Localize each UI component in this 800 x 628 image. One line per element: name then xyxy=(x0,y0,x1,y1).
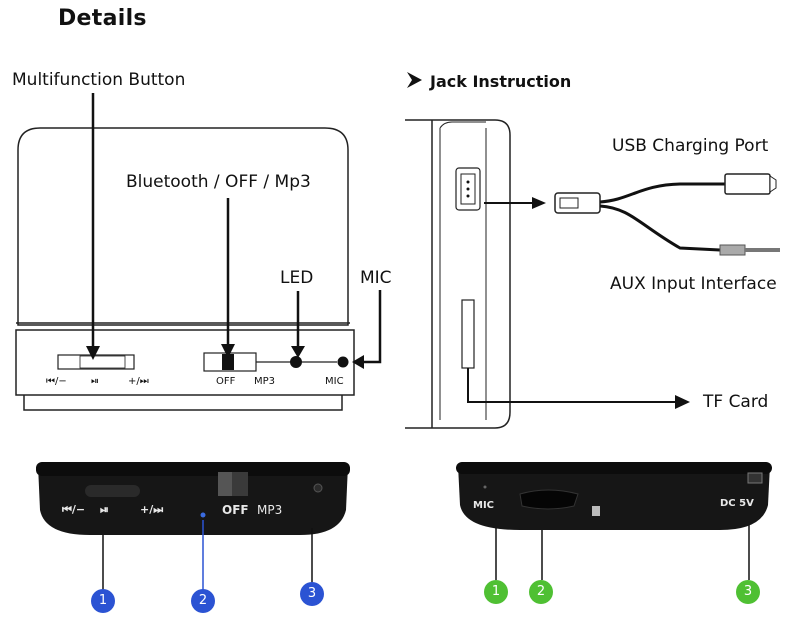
marker-blue-2: 2 xyxy=(191,589,215,613)
switch-mp3-label: MP3 xyxy=(254,376,275,387)
photo-off-label: OFF xyxy=(222,503,249,517)
aux-input-label: AUX Input Interface xyxy=(610,274,777,294)
side-view-body xyxy=(405,120,510,428)
mic-label: MIC xyxy=(360,268,392,288)
mic-dot xyxy=(338,357,349,368)
multifunction-button-label: Multifunction Button xyxy=(12,70,185,90)
switch-off-label: OFF xyxy=(216,376,235,387)
photo-dc-label: DC 5V xyxy=(720,498,754,509)
photo-prev-label: ⏮/− xyxy=(62,503,85,517)
marker-blue-1: 1 xyxy=(91,589,115,613)
led-dot xyxy=(290,356,302,368)
marker-green-2: 2 xyxy=(529,580,553,604)
led-label: LED xyxy=(280,268,313,288)
prev-volume-down-label: ⏮/− xyxy=(46,376,67,387)
play-pause-label: ⏯ xyxy=(91,376,99,387)
jack-instruction-heading: Jack Instruction xyxy=(430,72,571,91)
tf-card-label: TF Card xyxy=(703,392,768,412)
mic-small-label: MIC xyxy=(325,376,344,387)
tf-slot-shape xyxy=(462,300,474,368)
next-volume-up-label: +/⏭ xyxy=(128,376,149,387)
photo-play-label: ⏯ xyxy=(100,503,109,517)
photo-mic-label: MIC xyxy=(473,500,494,511)
marker-green-3: 3 xyxy=(736,580,760,604)
photo-next-label: +/⏭ xyxy=(140,503,163,517)
photo-mp3-label: MP3 xyxy=(257,503,282,517)
usb-charging-port-label: USB Charging Port xyxy=(612,136,768,156)
mode-switch-label: Bluetooth / OFF / Mp3 xyxy=(126,172,311,192)
marker-blue-3: 3 xyxy=(300,582,324,606)
marker-green-1: 1 xyxy=(484,580,508,604)
